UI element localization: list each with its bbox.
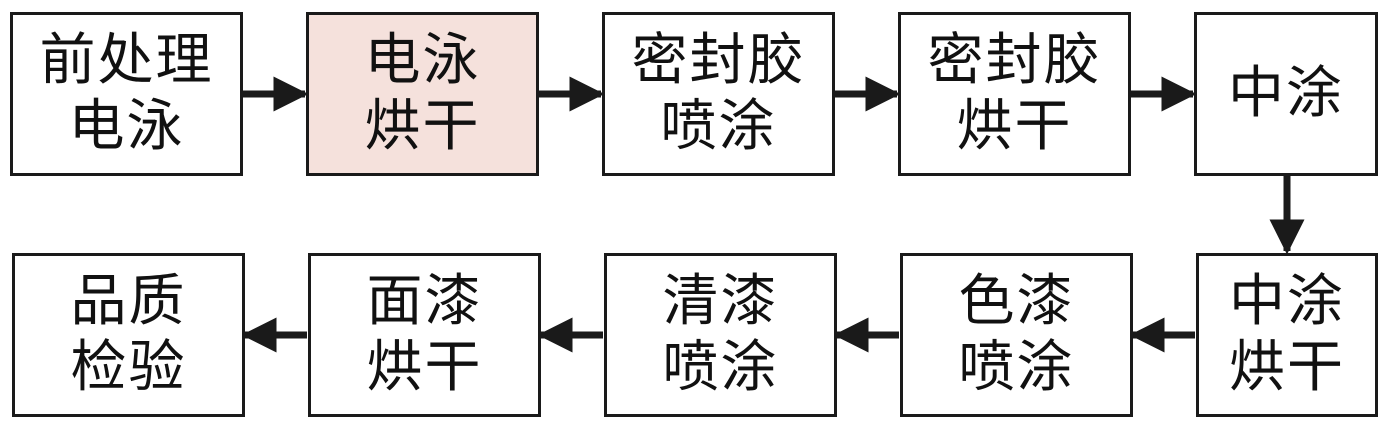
step-label-line: 烘干: [956, 94, 1073, 159]
step-label-line: 密封胶: [927, 28, 1102, 93]
step-label-line: 电泳: [68, 94, 185, 159]
step-box-clearcoat-spray: 清漆 喷涂: [604, 253, 837, 417]
step-label-line: 烘干: [364, 94, 481, 159]
step-label-line: 清漆: [662, 269, 779, 334]
step-label-line: 中涂: [1228, 61, 1344, 126]
step-label-line: 喷涂: [958, 335, 1075, 400]
step-box-ed-baking: 电泳 烘干: [306, 12, 539, 176]
step-box-basecoat-spray: 色漆 喷涂: [900, 253, 1133, 417]
step-box-quality-inspection: 品质 检验: [12, 253, 245, 417]
step-label-line: 密封胶: [631, 28, 806, 93]
step-label-line: 面漆: [366, 269, 483, 334]
step-box-sealant-spray: 密封胶 喷涂: [602, 12, 835, 176]
step-box-primer-baking: 中涂 烘干: [1196, 253, 1378, 417]
step-label-line: 喷涂: [660, 94, 777, 159]
step-label-line: 前处理: [39, 28, 214, 93]
step-label-line: 中涂: [1229, 269, 1345, 334]
step-box-primer-coat: 中涂: [1194, 12, 1378, 176]
step-label-line: 喷涂: [662, 335, 779, 400]
step-box-sealant-baking: 密封胶 烘干: [898, 12, 1131, 176]
step-label-line: 烘干: [366, 335, 483, 400]
step-label-line: 电泳: [364, 28, 481, 93]
step-box-topcoat-baking: 面漆 烘干: [308, 253, 541, 417]
step-label-line: 色漆: [958, 269, 1075, 334]
step-label-line: 品质: [70, 269, 187, 334]
step-box-pretreatment: 前处理 电泳: [10, 12, 243, 176]
step-label-line: 烘干: [1229, 335, 1345, 400]
step-label-line: 检验: [70, 335, 187, 400]
